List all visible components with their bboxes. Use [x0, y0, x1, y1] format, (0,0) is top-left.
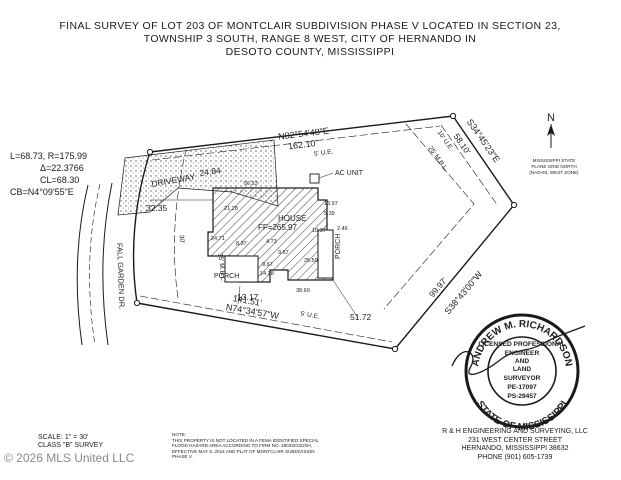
flood-note-line: NOTE: [172, 432, 187, 437]
firm-line: R & H ENGINEERING AND SURVEYING, LLC [442, 428, 588, 435]
dim-line-1317 [237, 285, 241, 305]
seal-line: PE-17097 [507, 384, 537, 391]
bearing-east-lower: S38°43'00"W [443, 269, 485, 316]
house-dim: 5.39 [324, 211, 335, 217]
seal-signature [451, 325, 586, 376]
bearing-north-dist: 162.10' [287, 138, 318, 151]
mbl-front-line [174, 149, 187, 299]
title-line-3: DESOTO COUNTY, MISSISSIPPI [225, 46, 395, 58]
seal-line: PS-29457 [507, 393, 537, 400]
left-dim: 32.35 [146, 203, 168, 213]
curve-line: L=68.73, R=175.99 [10, 151, 88, 161]
seal-line: LAND [513, 366, 532, 373]
front-setback-label: 30' [178, 235, 186, 244]
scale-block: SCALE: 1" = 30' CLASS "B" SURVEY [38, 434, 103, 450]
ue-east-line [440, 124, 499, 207]
curve-line: Δ=22.3766 [40, 163, 84, 173]
curve-data: L=68.73, R=175.99 Δ=22.3766 CL=68.30 CB=… [10, 150, 87, 198]
dim-line-5172 [332, 279, 359, 319]
house-dim: 10.37 [312, 228, 326, 234]
driveway-dim: 24.84 [199, 165, 222, 178]
flood-note: NOTE: THIS PROPERTY IS NOT LOCATED IN A … [172, 432, 362, 460]
north-note-line: MISSISSIPPI STATE [532, 158, 576, 163]
boundary-pins [133, 112, 518, 353]
porch-left-label: PORCH [214, 273, 239, 280]
north-arrow: N [547, 112, 555, 148]
scale-line: CLASS "B" SURVEY [38, 442, 104, 449]
house-dimensions: 56.53 13.97 5.39 21.28 10.37 2.46 24.71 … [211, 181, 348, 294]
flood-note-line: FLOOD HAZARD AREA ACCORDING TO FIRM NO. … [172, 443, 312, 449]
porch-right-label: PORCH [335, 234, 342, 259]
north-letter: N [547, 112, 555, 124]
mbl-east-label: 25' M.B.L. [427, 145, 450, 173]
street-label: FALL GARDEN DR. [115, 243, 126, 310]
house-dim: 21.28 [224, 206, 238, 212]
house-dim: 13.97 [324, 201, 338, 207]
flood-note-line: THIS PROPERTY IS NOT LOCATED IN A FEMA I… [172, 437, 319, 443]
firm-line: HERNANDO, MISSISSIPPI 38632 [461, 445, 569, 453]
flood-note-line: EFFECTIVE MAY 5, 2014 AND PLAT OF MONTCL… [172, 448, 315, 454]
ff-label: FF=265.97 [258, 223, 297, 232]
house-dim: 24.71 [211, 236, 225, 242]
ue-north-label: 5' U.E. [314, 148, 334, 157]
ac-unit-pad [309, 173, 320, 184]
house-dim: 8.37 [236, 241, 247, 247]
house-dim: 38.60 [296, 288, 310, 294]
flood-note-line: PHASE V. [172, 454, 193, 460]
street-centerline [89, 183, 101, 346]
house-dim: 9.67 [278, 250, 289, 256]
north-note: MISSISSIPPI STATE PLANE GRID NORTH (NAD-… [516, 158, 592, 176]
mbl-front-label: 35' M.B.L. [216, 253, 227, 283]
seal-line: SURVEYOR [504, 375, 541, 382]
street-edge-inner [102, 182, 113, 346]
dim-5172: 51.72 [350, 312, 372, 322]
street-edge-outer [76, 184, 89, 346]
firm-line: PHONE (901) 605-1739 [477, 453, 553, 461]
house-dim: 9.67 [262, 262, 273, 268]
porch-left [224, 255, 259, 283]
survey-title: FINAL SURVEY OF LOT 203 OF MONTCLAIR SUB… [40, 20, 580, 59]
curve-line: CL=68.30 [40, 175, 80, 185]
ue-south-line [139, 295, 393, 343]
house-dim: 56.53 [244, 181, 258, 187]
ue-south-label: 5' U.E. [300, 310, 320, 320]
seal-line: ENGINEER [505, 350, 540, 357]
copyright-watermark: © 2026 MLS United LLC [4, 451, 135, 465]
ac-unit-label: AC UNIT [335, 170, 364, 177]
seal-line: LICENSED PROFESSIONAL [478, 341, 565, 348]
scale-line: SCALE: 1" = 30' [38, 434, 89, 441]
mbl-east-line [383, 123, 475, 310]
porch-right [317, 229, 334, 279]
title-line-2: TOWNSHIP 3 SOUTH, RANGE 8 WEST, CITY OF … [143, 33, 477, 45]
ac-unit-leader [318, 172, 334, 179]
seal-line: AND [515, 358, 530, 365]
surveyor-seal: ANDREW M. RICHARDSON STATE OF MISSISSIPP… [451, 313, 586, 433]
house-dim: 4.73 [266, 239, 277, 245]
house-dim: 14.38 [260, 271, 274, 277]
curve-line: CB=N4°09'55"E [10, 187, 74, 197]
house-label: HOUSE [278, 214, 306, 223]
title-line-1: FINAL SURVEY OF LOT 203 OF MONTCLAIR SUB… [59, 20, 561, 32]
firm-block: R & H ENGINEERING AND SURVEYING, LLC 231… [420, 428, 610, 462]
ue-east-label: 10' U.E. [436, 129, 455, 152]
north-note-line: (NAD-83, WEST ZONE) [529, 170, 579, 175]
house-dim: 2.46 [337, 226, 348, 232]
north-note-line: PLANE GRID NORTH [531, 164, 577, 169]
house-dim: 25.59 [304, 258, 318, 264]
driveway-paving [117, 139, 279, 216]
dim-1317: 13.17 [237, 292, 259, 302]
firm-line: 231 WEST CENTER STREET [467, 436, 562, 444]
